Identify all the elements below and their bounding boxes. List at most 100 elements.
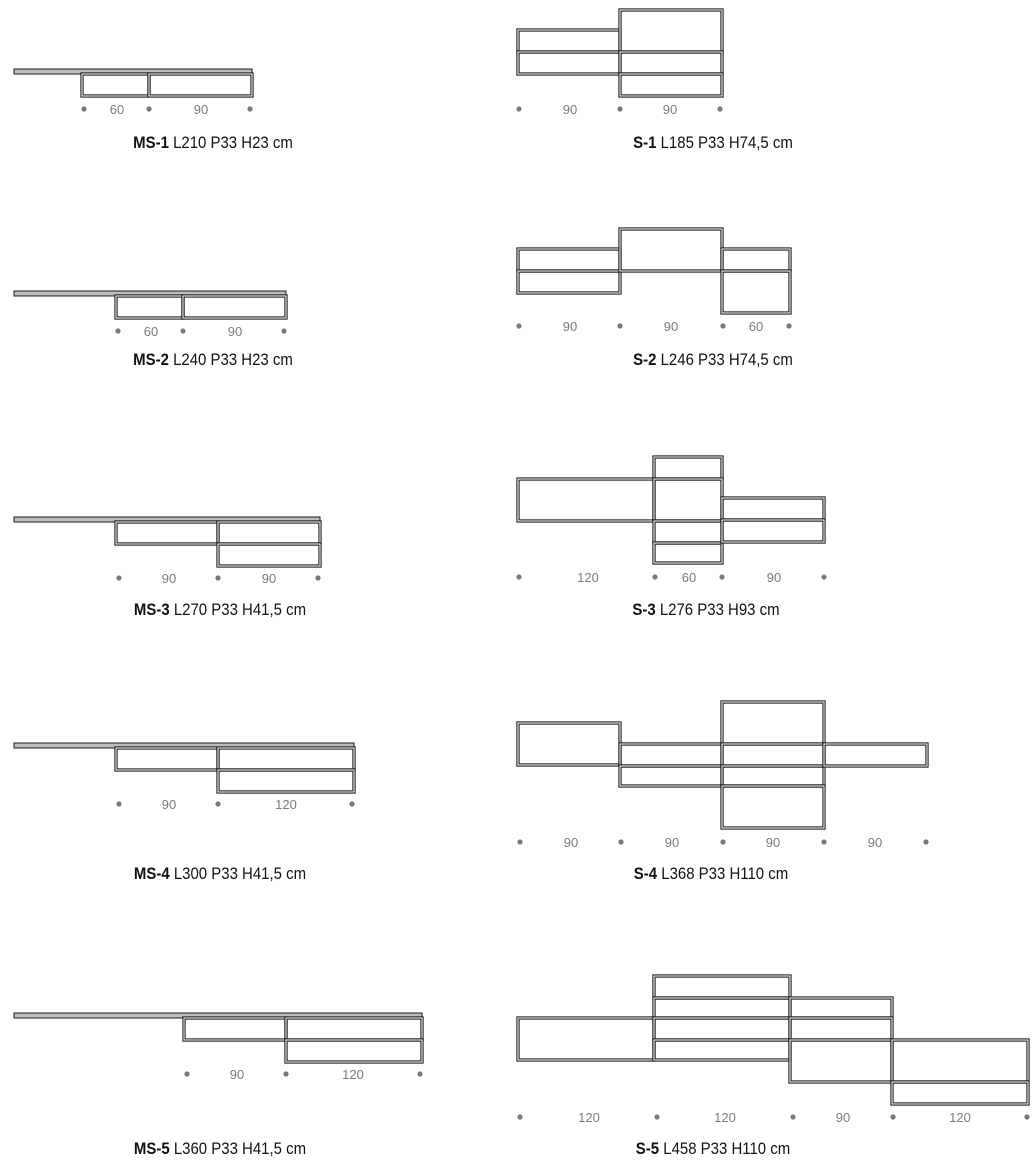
model-ms-2-dimensions: 60 90 xyxy=(115,324,287,339)
model-caption-ms-5: MS-5 L360 P33 H41,5 cm xyxy=(134,1139,306,1159)
cabinet-module xyxy=(788,996,894,1020)
model-caption-s-2: S-2 L246 P33 H74,5 cm xyxy=(633,350,793,370)
dimension-label: 90 xyxy=(766,835,780,850)
dimension-label: 120 xyxy=(342,1067,364,1082)
model-ms-1-drawing xyxy=(13,68,254,98)
cabinet-module xyxy=(652,455,724,481)
model-caption-s-4: S-4 L368 P33 H110 cm xyxy=(634,864,788,884)
cabinet-module xyxy=(618,742,724,768)
model-ms-5-dimensions: 90 120 xyxy=(184,1067,423,1082)
model-code: S-2 xyxy=(633,350,657,369)
dimension-dot xyxy=(517,839,523,845)
dimension-label: 90 xyxy=(664,319,678,334)
cabinet-module xyxy=(147,72,254,98)
dimension-label: 60 xyxy=(144,324,158,339)
dimension-label: 60 xyxy=(749,319,763,334)
cabinet-module xyxy=(720,700,826,746)
model-code: MS-4 xyxy=(133,864,170,883)
model-s-3-drawing xyxy=(516,455,826,565)
model-spec: L360 P33 H41,5 cm xyxy=(173,1139,307,1158)
dimension-label: 90 xyxy=(868,835,882,850)
dimension-dot xyxy=(516,574,522,580)
dimension-dot xyxy=(215,575,221,581)
dimension-label: 90 xyxy=(563,102,577,117)
model-caption-ms-1: MS-1 L210 P33 H23 cm xyxy=(133,133,293,153)
dimension-dot xyxy=(516,323,522,329)
dimension-dot xyxy=(349,801,355,807)
cabinet-module xyxy=(516,247,622,273)
cabinet-module xyxy=(216,768,356,794)
model-caption-ms-4: MS-4 L300 P33 H41,5 cm xyxy=(134,864,306,884)
model-spec: L210 P33 H23 cm xyxy=(173,133,293,152)
dimension-label: 120 xyxy=(949,1110,971,1125)
dimension-dot xyxy=(516,106,522,112)
dimension-label: 90 xyxy=(563,319,577,334)
model-ms-4-dimensions: 90 120 xyxy=(116,797,355,812)
model-code: MS-5 xyxy=(133,1139,170,1158)
dimension-dot xyxy=(720,839,726,845)
dimension-dot xyxy=(821,574,827,580)
dimension-label: 90 xyxy=(665,835,679,850)
model-s-1-drawing xyxy=(516,8,724,98)
cabinet-module xyxy=(182,1016,288,1042)
cabinet-module xyxy=(652,541,724,565)
dimension-dot xyxy=(247,106,253,112)
dimension-label: 90 xyxy=(564,835,578,850)
dimension-label: 90 xyxy=(836,1110,850,1125)
model-s-2-drawing xyxy=(516,227,792,315)
cabinet-module xyxy=(516,50,622,76)
dimension-dot xyxy=(115,328,121,334)
dimension-label: 90 xyxy=(162,797,176,812)
model-spec: L240 P33 H23 cm xyxy=(173,350,293,369)
cabinet-module xyxy=(216,520,322,546)
dimension-label: 120 xyxy=(714,1110,736,1125)
dimension-dot xyxy=(617,323,623,329)
model-spec: L300 P33 H41,5 cm xyxy=(173,864,307,883)
dimension-dot xyxy=(1024,1114,1030,1120)
cabinet-module xyxy=(720,518,826,544)
dimension-dot xyxy=(717,106,723,112)
model-s-3-dimensions: 120 60 90 xyxy=(516,570,827,585)
dimension-dot xyxy=(281,328,287,334)
dimension-dot xyxy=(720,323,726,329)
dimension-label: 90 xyxy=(162,571,176,586)
model-s-1-dimensions: 90 90 xyxy=(516,102,723,117)
dimension-dot xyxy=(81,106,87,112)
cabinet-module xyxy=(216,542,322,568)
cabinet-module xyxy=(652,519,724,545)
model-code: MS-3 xyxy=(133,600,170,619)
dimension-dot xyxy=(719,574,725,580)
cabinet-module xyxy=(618,72,724,98)
dimension-label: 120 xyxy=(275,797,297,812)
model-code: MS-1 xyxy=(133,133,169,152)
model-s-5-dimensions: 120 120 90 120 xyxy=(517,1110,1030,1125)
dimension-dot xyxy=(283,1071,289,1077)
cabinet-module xyxy=(890,1080,1030,1106)
cabinet-module xyxy=(788,1016,894,1042)
model-spec: L270 P33 H41,5 cm xyxy=(173,600,307,619)
dimension-label: 90 xyxy=(663,102,677,117)
cabinet-module xyxy=(652,1016,792,1042)
cabinet-module xyxy=(516,477,656,523)
model-ms-3-dimensions: 90 90 xyxy=(116,571,321,586)
model-code: S-1 xyxy=(633,133,657,152)
dimension-dot xyxy=(618,839,624,845)
cabinet-module xyxy=(516,28,622,54)
dimension-label: 90 xyxy=(228,324,242,339)
model-s-4-dimensions: 90 90 90 90 xyxy=(517,835,929,850)
model-caption-ms-3: MS-3 L270 P33 H41,5 cm xyxy=(134,600,306,620)
dimension-label: 120 xyxy=(578,1110,600,1125)
cabinet-module xyxy=(720,247,792,273)
model-code: S-4 xyxy=(633,864,658,883)
dimension-dot xyxy=(517,1114,523,1120)
model-s-4-drawing xyxy=(516,700,929,830)
model-code: S-5 xyxy=(635,1139,660,1158)
dimension-dot xyxy=(146,106,152,112)
cabinet-module xyxy=(618,227,724,273)
dimension-dot xyxy=(617,106,623,112)
cabinet-module xyxy=(720,742,826,768)
dimension-label: 120 xyxy=(577,570,599,585)
cabinet-module xyxy=(720,764,826,788)
dimension-dot xyxy=(890,1114,896,1120)
cabinet-module xyxy=(720,496,826,522)
